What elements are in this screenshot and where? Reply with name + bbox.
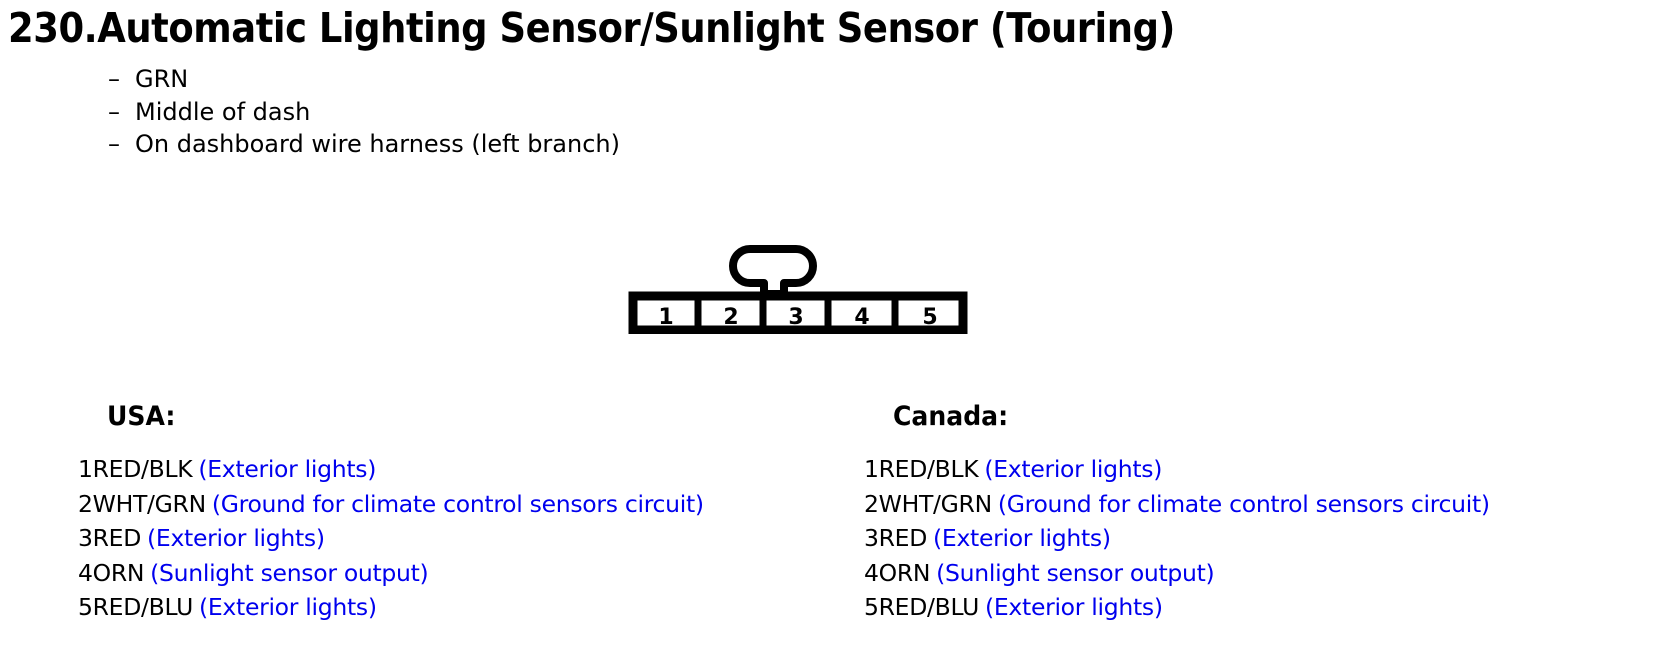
wire-code: RED/BLK bbox=[92, 455, 193, 483]
pin-row: 2WHT/GRN(Ground for climate control sens… bbox=[864, 487, 1490, 522]
circuit-description: (Exterior lights) bbox=[198, 455, 377, 483]
pin-list-canada: Canada: 1RED/BLK(Exterior lights) 2WHT/G… bbox=[864, 400, 1490, 625]
cavity-number: 4 bbox=[854, 305, 869, 330]
pin-row: 5RED/BLU(Exterior lights) bbox=[864, 590, 1490, 625]
list-item-label: On dashboard wire harness (left branch) bbox=[135, 130, 620, 158]
cavity-number: 2 bbox=[723, 305, 738, 330]
circuit-description: (Sunlight sensor output) bbox=[150, 558, 429, 587]
circuit-description: (Ground for climate control sensors circ… bbox=[997, 489, 1490, 518]
circuit-description: (Exterior lights) bbox=[933, 524, 1111, 552]
wire-code: WHT/GRN bbox=[92, 489, 207, 518]
circuit-description: (Exterior lights) bbox=[147, 524, 325, 552]
pin-number: 1 bbox=[78, 455, 93, 483]
region-heading-usa: USA: bbox=[107, 401, 176, 432]
cavity-number: 3 bbox=[788, 305, 803, 330]
circuit-description: (Sunlight sensor output) bbox=[936, 558, 1215, 587]
pin-number: 3 bbox=[864, 524, 879, 552]
pin-number: 2 bbox=[864, 489, 879, 518]
dash-icon: – bbox=[108, 97, 120, 126]
pin-row: 2WHT/GRN(Ground for climate control sens… bbox=[78, 487, 704, 522]
wire-code: WHT/GRN bbox=[878, 489, 993, 518]
wire-code: ORN bbox=[878, 558, 931, 587]
cavity-dividers bbox=[694, 300, 899, 330]
cavity-number: 5 bbox=[922, 305, 937, 330]
pin-number: 4 bbox=[78, 558, 93, 587]
wire-code: RED/BLU bbox=[92, 593, 194, 621]
connector-diagram: 1 2 3 4 5 bbox=[628, 232, 968, 334]
pin-row: 1RED/BLK(Exterior lights) bbox=[78, 452, 704, 487]
connector-latch-icon bbox=[729, 245, 817, 298]
wire-code: RED bbox=[92, 524, 142, 552]
pin-rows-canada: 1RED/BLK(Exterior lights) 2WHT/GRN(Groun… bbox=[864, 452, 1490, 625]
pin-number: 3 bbox=[78, 524, 93, 552]
pin-rows-usa: 1RED/BLK(Exterior lights) 2WHT/GRN(Groun… bbox=[78, 452, 704, 625]
wire-code: RED/BLU bbox=[878, 593, 980, 621]
page-title: 230.Automatic Lighting Sensor/Sunlight S… bbox=[8, 4, 1175, 52]
list-item: –On dashboard wire harness (left branch) bbox=[108, 128, 620, 161]
pin-number: 2 bbox=[78, 489, 93, 518]
dash-icon: – bbox=[108, 130, 120, 158]
pin-row: 4ORN(Sunlight sensor output) bbox=[864, 556, 1490, 591]
pin-row: 3RED(Exterior lights) bbox=[78, 521, 704, 556]
pin-number: 4 bbox=[864, 558, 879, 587]
cavity-number: 1 bbox=[658, 305, 673, 330]
pin-number: 5 bbox=[864, 593, 879, 621]
pin-number: 5 bbox=[78, 593, 93, 621]
cavity-number-group: 1 2 3 4 5 bbox=[658, 305, 937, 330]
list-item: –GRN bbox=[108, 63, 620, 96]
connector-svg: 1 2 3 4 5 bbox=[628, 245, 968, 334]
pin-row: 3RED(Exterior lights) bbox=[864, 521, 1490, 556]
pin-row: 4ORN(Sunlight sensor output) bbox=[78, 556, 704, 591]
spec-bullet-list: –GRN –Middle of dash –On dashboard wire … bbox=[108, 63, 620, 161]
circuit-description: (Exterior lights) bbox=[985, 593, 1163, 621]
list-item-label: Middle of dash bbox=[135, 97, 311, 126]
circuit-description: (Ground for climate control sensors circ… bbox=[211, 489, 704, 518]
wire-code: ORN bbox=[92, 558, 145, 587]
dash-icon: – bbox=[108, 65, 120, 93]
list-item-label: GRN bbox=[135, 65, 189, 93]
pin-row: 5RED/BLU(Exterior lights) bbox=[78, 590, 704, 625]
pin-list-usa: USA: 1RED/BLK(Exterior lights) 2WHT/GRN(… bbox=[78, 400, 704, 625]
wire-code: RED/BLK bbox=[878, 455, 979, 483]
connector-body bbox=[628, 291, 968, 334]
circuit-description: (Exterior lights) bbox=[984, 455, 1163, 483]
pin-number: 1 bbox=[864, 455, 879, 483]
wire-code: RED bbox=[878, 524, 928, 552]
list-item: –Middle of dash bbox=[108, 96, 620, 129]
region-heading-canada: Canada: bbox=[893, 401, 1009, 432]
circuit-description: (Exterior lights) bbox=[199, 593, 377, 621]
pin-row: 1RED/BLK(Exterior lights) bbox=[864, 452, 1490, 487]
